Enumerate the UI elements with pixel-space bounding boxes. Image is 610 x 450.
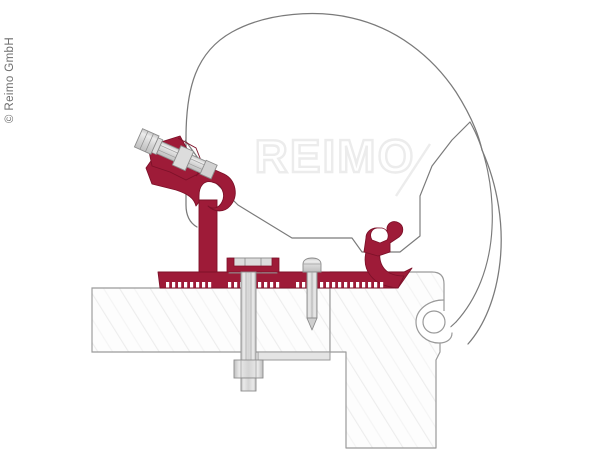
roof-panel <box>91 287 331 361</box>
watermark-text: REIMO <box>255 130 416 182</box>
adapter-bracket <box>157 199 413 289</box>
reimo-watermark: REIMO <box>253 129 432 197</box>
gutter-clip <box>363 221 404 257</box>
self-tapping-screw <box>302 257 322 331</box>
hex-bolt-assembly <box>133 128 218 180</box>
side-rail-profile <box>329 271 453 449</box>
through-bolt <box>233 271 264 392</box>
copyright-notice: © Reimo GmbH <box>4 36 16 124</box>
spacer-block <box>226 257 280 274</box>
